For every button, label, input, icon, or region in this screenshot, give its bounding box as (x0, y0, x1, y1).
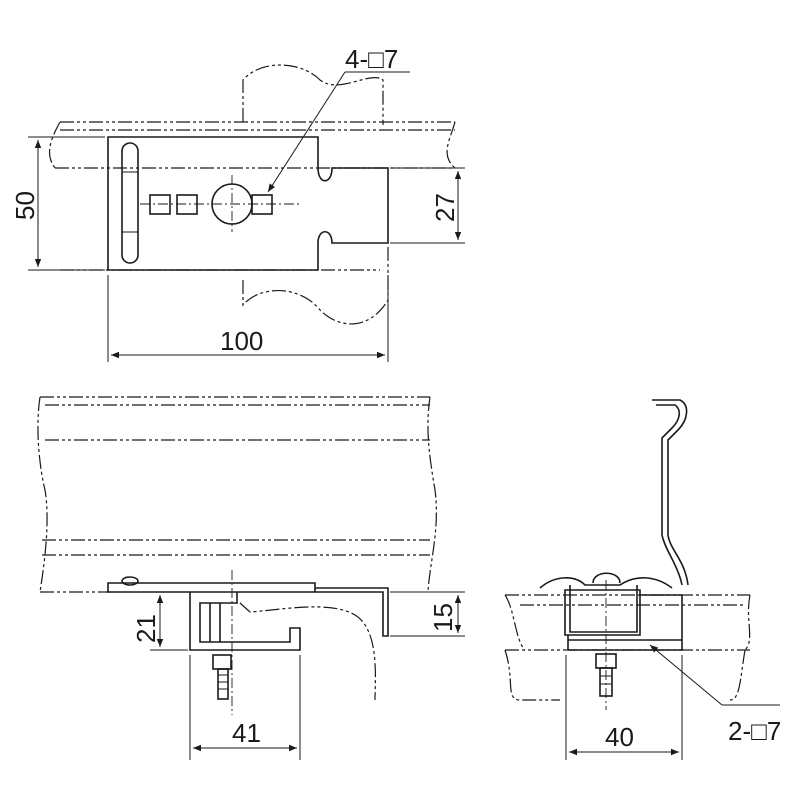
dim-41: 41 (232, 718, 261, 748)
side-view: 21 15 41 (37, 396, 465, 760)
dim-100: 100 (220, 326, 263, 356)
dim-15: 15 (428, 603, 458, 632)
dim-50: 50 (10, 191, 40, 220)
dim-21: 21 (131, 614, 161, 643)
top-view: 4-□7 50 27 100 (10, 44, 465, 362)
dim-40: 40 (605, 722, 634, 752)
dim-27: 27 (430, 193, 460, 222)
hole-callout-end: 2-□7 (728, 716, 781, 746)
hole-callout-top: 4-□7 (345, 44, 398, 74)
end-view: 2-□7 40 (504, 399, 781, 760)
